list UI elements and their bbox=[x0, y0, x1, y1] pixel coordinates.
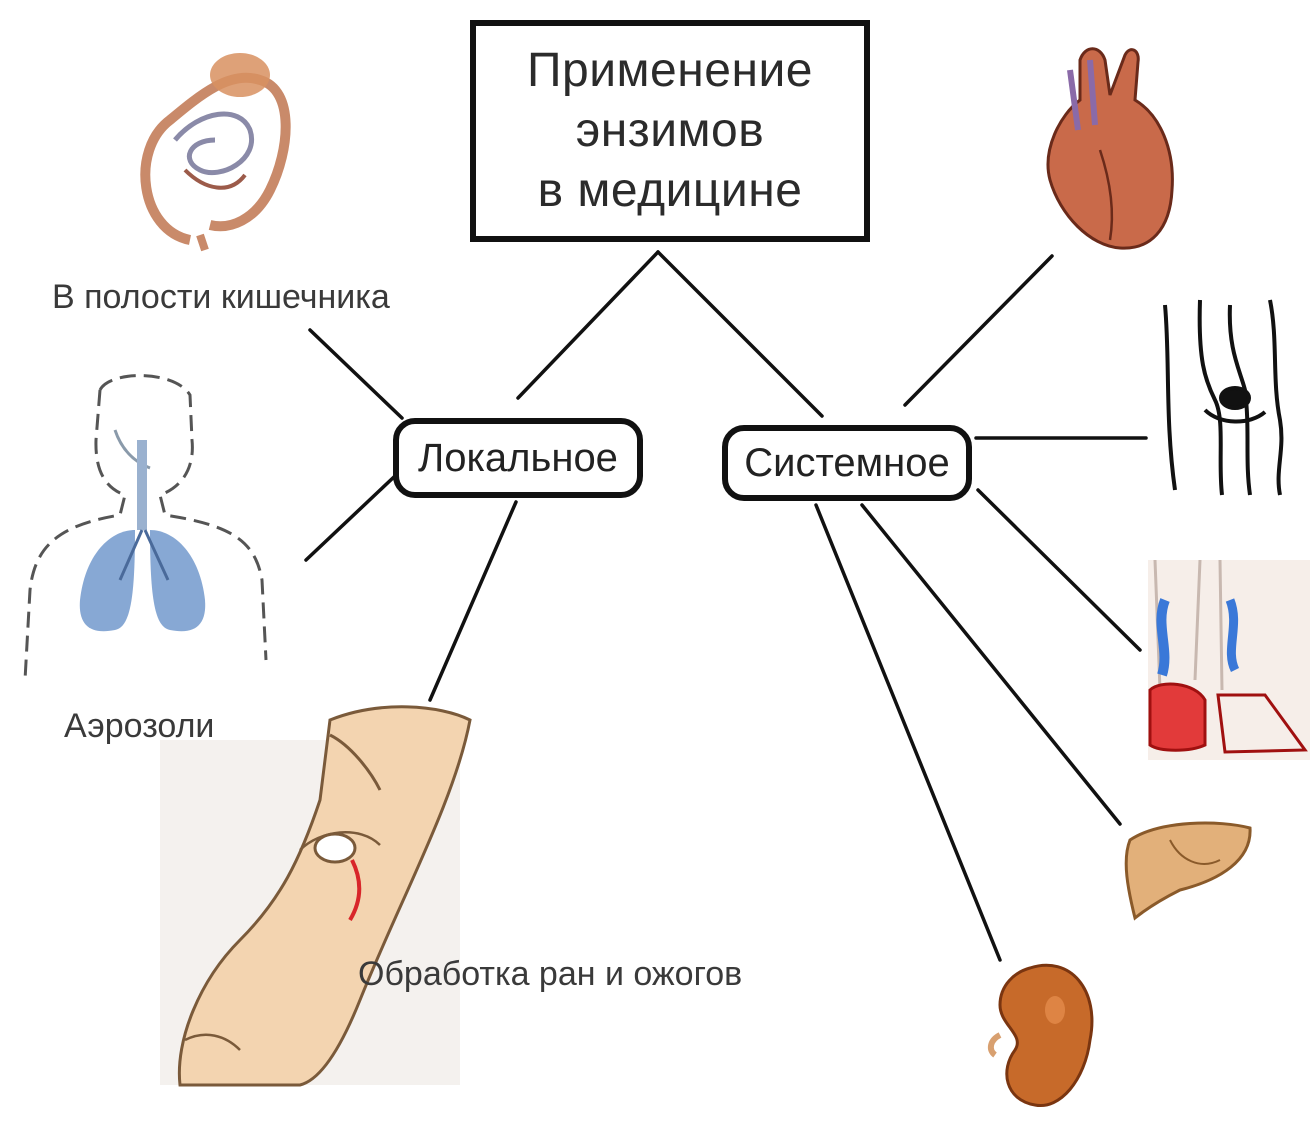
connector-system-liver bbox=[862, 505, 1120, 824]
intestine-icon bbox=[145, 53, 285, 250]
leg-veins-icon bbox=[1148, 560, 1310, 760]
node-systemic: Системное bbox=[722, 425, 972, 501]
arm-wound-icon bbox=[160, 707, 470, 1085]
joint-xray-icon bbox=[1165, 300, 1281, 495]
connector-local-lungs bbox=[306, 476, 395, 560]
connector-system-veins bbox=[978, 490, 1140, 650]
lungs-icon bbox=[25, 376, 266, 680]
connector-system-kidney bbox=[816, 505, 1000, 960]
node-local: Локальное bbox=[393, 418, 643, 498]
title-box: Применение энзимов в медицине bbox=[470, 20, 870, 242]
title-line-1: Применение bbox=[527, 41, 813, 101]
connector-local-intestine bbox=[310, 330, 402, 418]
heart-icon bbox=[1048, 49, 1172, 248]
title-line-2: энзимов bbox=[576, 101, 765, 161]
caption-aerosols: Аэрозоли bbox=[64, 707, 214, 746]
caption-intestine: В полости кишечника bbox=[52, 278, 390, 317]
connector-local-arm bbox=[430, 502, 516, 700]
connector-title-local bbox=[518, 252, 658, 398]
kidney-icon bbox=[991, 965, 1092, 1105]
connector-system-heart bbox=[905, 256, 1052, 405]
liver-icon bbox=[1126, 823, 1250, 918]
title-line-3: в медицине bbox=[538, 161, 803, 221]
caption-wounds: Обработка ран и ожогов bbox=[358, 955, 742, 994]
connector-title-system bbox=[658, 252, 822, 416]
